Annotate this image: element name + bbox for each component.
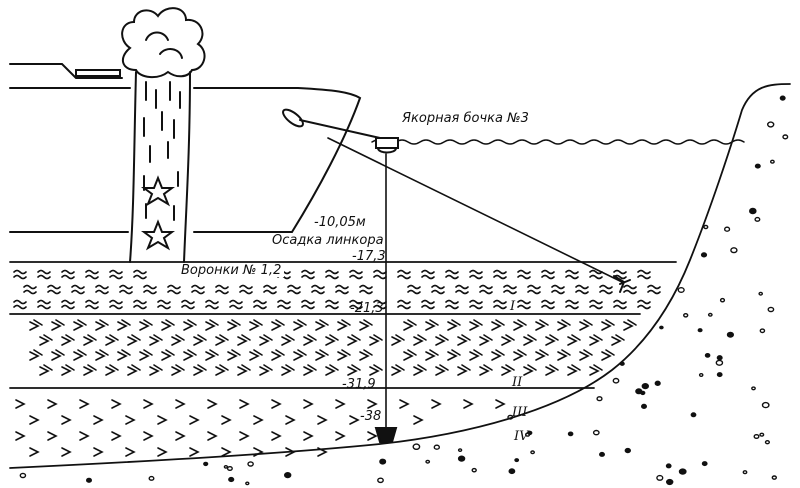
craters-label: Воронки № 1,2	[178, 264, 285, 277]
depth-label-2: -21,3	[350, 301, 384, 316]
mooring-buoy	[299, 119, 631, 443]
layer-3-marks	[15, 399, 506, 457]
layer-1-marks	[13, 269, 661, 310]
layer-2-marks	[29, 319, 637, 376]
draft-caption-label: Осадка линкора	[272, 233, 384, 248]
depth-label-4: -38	[360, 409, 382, 424]
explosion-plume	[121, 7, 206, 263]
water-surface	[371, 139, 745, 145]
layer-label-4: IV	[514, 429, 529, 444]
bedrock-dots	[19, 95, 789, 486]
anchor-block	[374, 427, 398, 443]
draft-value-label: -10,05м	[314, 215, 366, 230]
buoy-label: Якорная бочка №3	[402, 111, 529, 126]
layer-label-2: II	[512, 375, 523, 390]
layer-label-3: III	[512, 405, 528, 420]
layer-boundaries	[9, 83, 791, 469]
battleship-hull	[9, 63, 362, 233]
hawse-pipe	[282, 108, 304, 128]
depth-label-3: -31,9	[342, 377, 376, 392]
layer-label-1: I	[510, 299, 516, 314]
depth-label-1: -17,3	[352, 249, 386, 264]
